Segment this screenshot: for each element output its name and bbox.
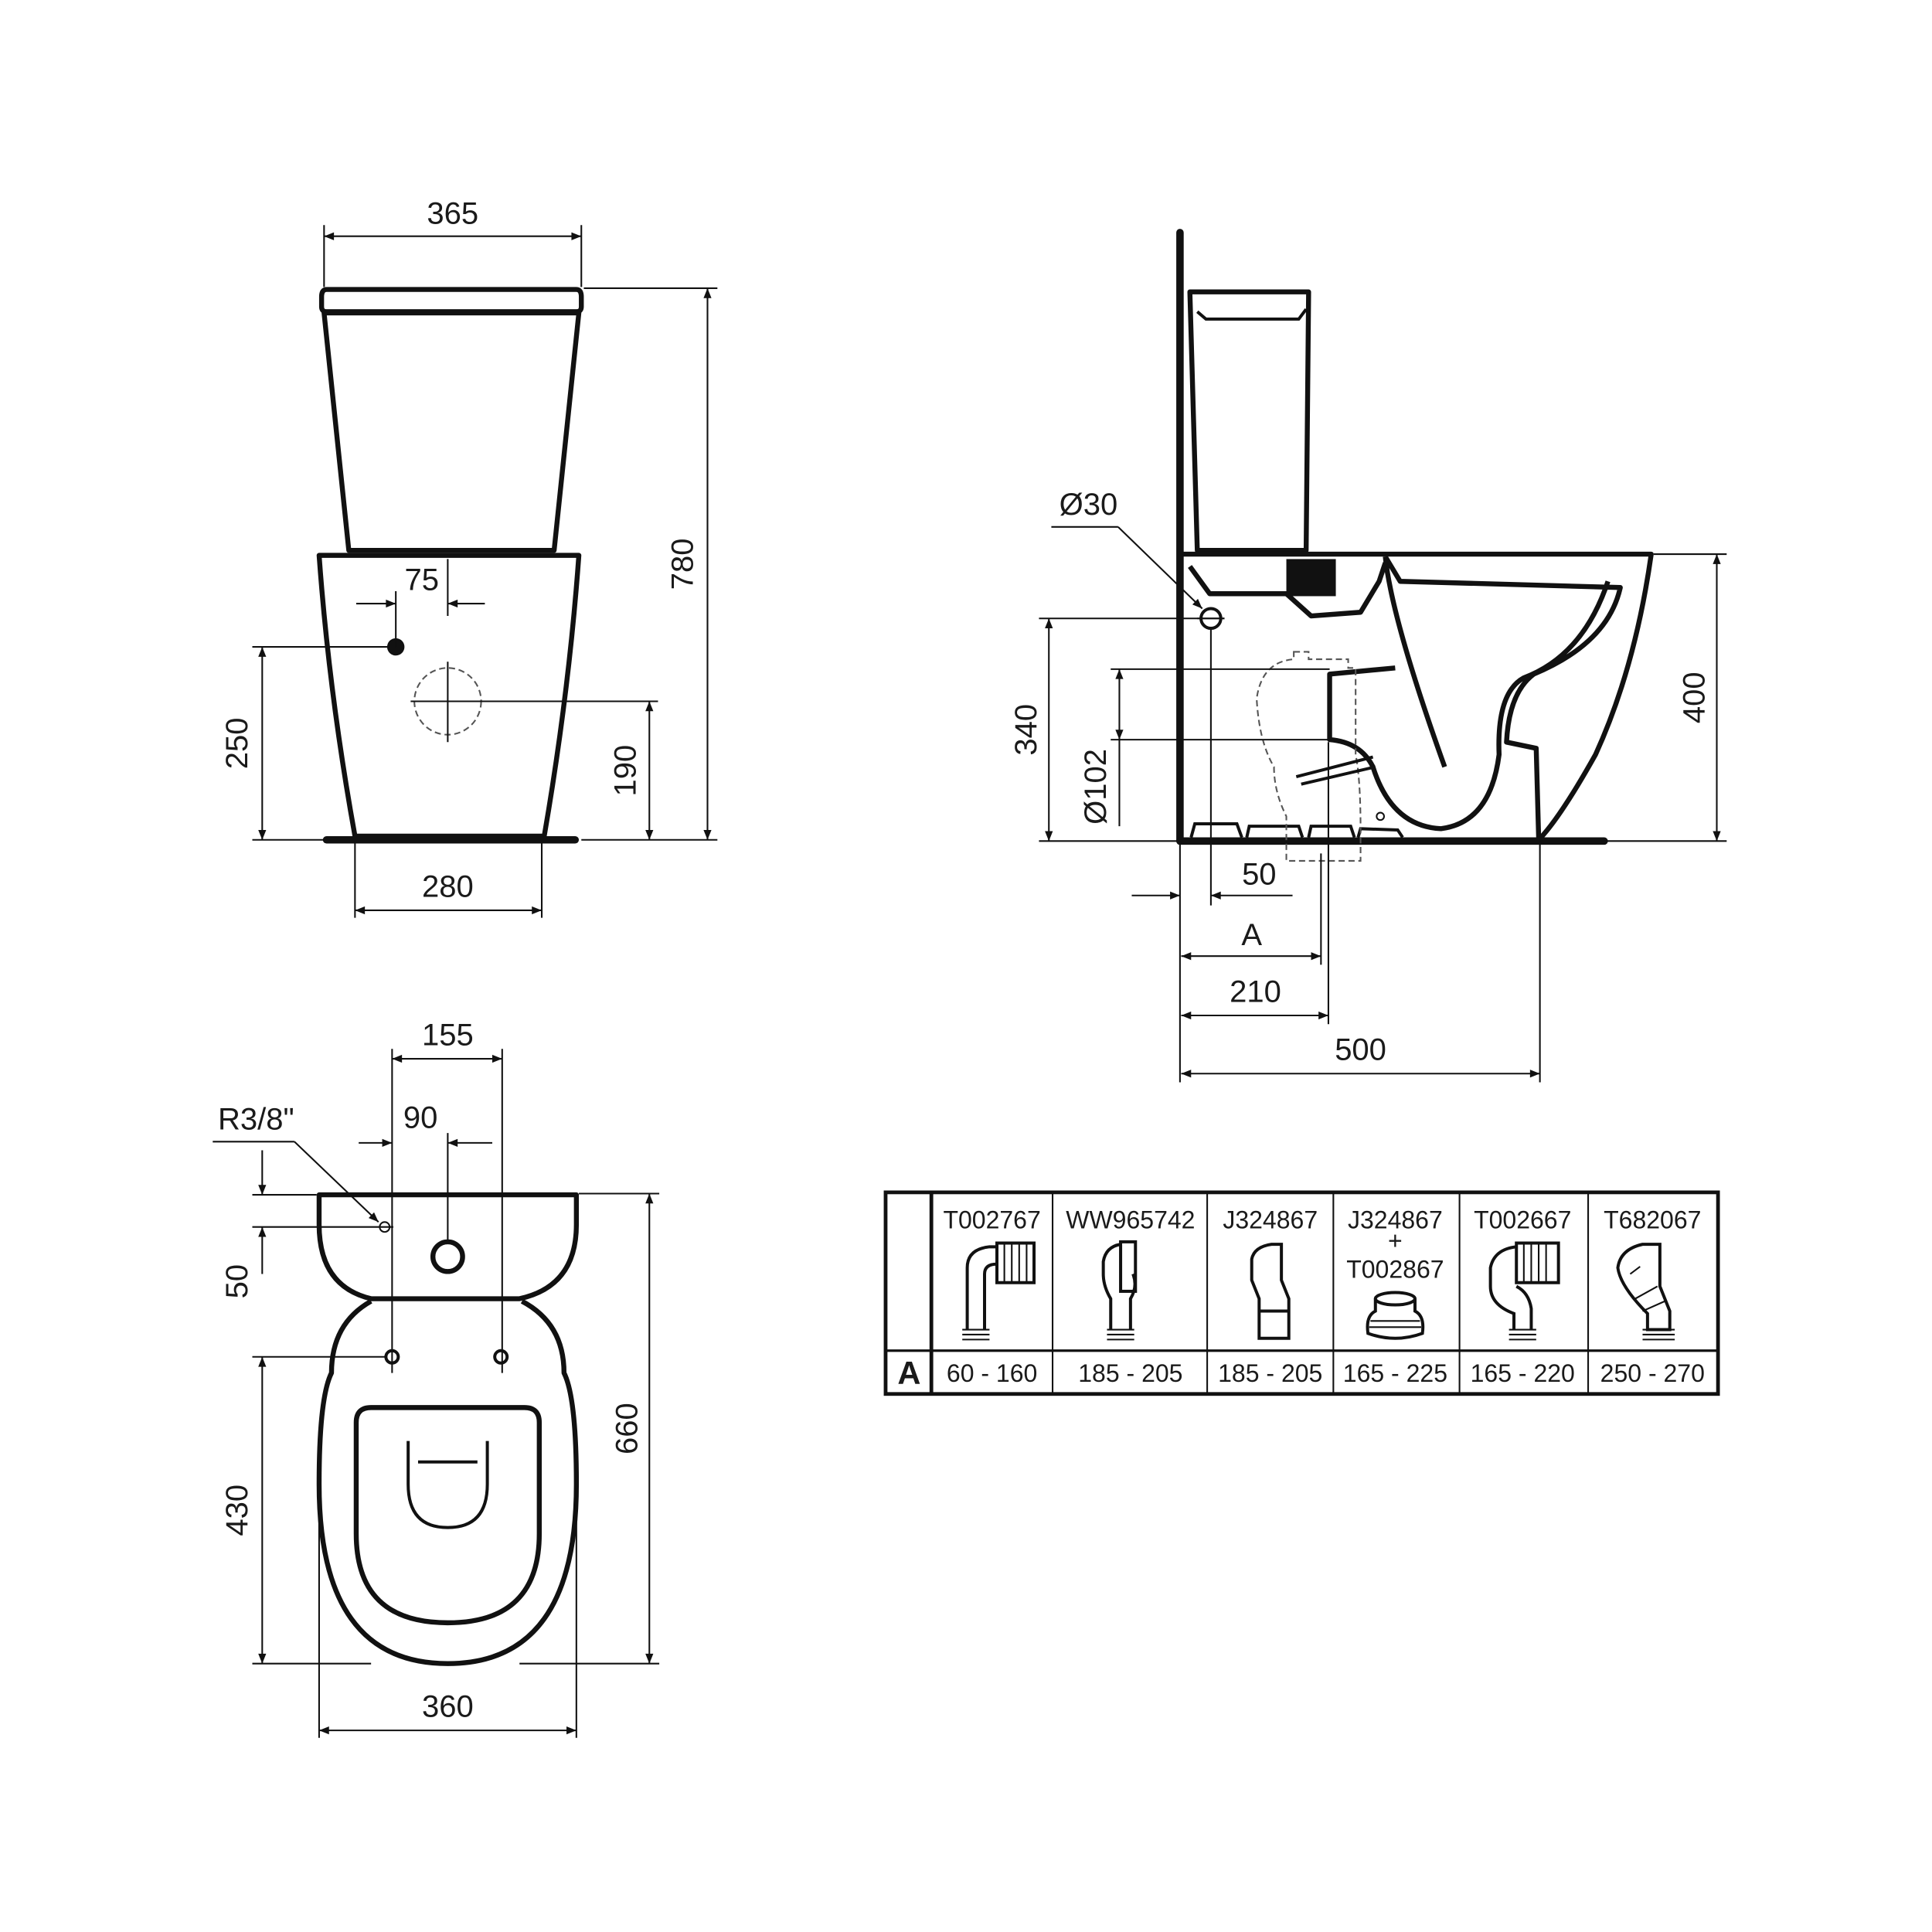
fitting-range: 165 - 225 xyxy=(1343,1359,1447,1387)
dim-780: 780 xyxy=(665,538,699,590)
cistern-side xyxy=(1187,289,1311,553)
fitting-t002867-icon xyxy=(1366,1291,1425,1340)
fitting-range: 250 - 270 xyxy=(1600,1359,1705,1387)
top-view: 155 90 R3/8" 50 430 660 360 xyxy=(213,1018,660,1738)
dim-250: 250 xyxy=(220,718,254,770)
fitting-ww965742-icon xyxy=(1101,1240,1138,1341)
dim-75: 75 xyxy=(405,563,440,597)
bowl-interior xyxy=(1327,555,1623,839)
front-view: 365 780 75 250 190 280 xyxy=(220,197,718,918)
dim-diameter-102: Ø102 xyxy=(1079,749,1113,825)
dim-280: 280 xyxy=(422,869,474,903)
fitting-range: 165 - 220 xyxy=(1471,1359,1575,1387)
dim-90: 90 xyxy=(403,1101,438,1135)
thread-label: R3/8" xyxy=(218,1102,294,1136)
dim-430: 430 xyxy=(220,1485,254,1536)
dim-50-top: 50 xyxy=(220,1264,254,1299)
fitting-code-plus: + xyxy=(1388,1227,1403,1255)
fixing-hole-right xyxy=(493,1349,509,1365)
fitting-range: 185 - 205 xyxy=(1078,1359,1182,1387)
pan-top-outline xyxy=(316,1298,580,1666)
cistern-body xyxy=(321,310,582,553)
fitting-code: J324867 xyxy=(1348,1206,1443,1233)
fitting-range: 185 - 205 xyxy=(1218,1359,1322,1387)
dim-190: 190 xyxy=(609,745,643,797)
fittings-table: A T002767 60 - 160 WW965742 185 - 205 J3… xyxy=(883,1190,1720,1396)
fitting-code: T002767 xyxy=(943,1206,1040,1233)
dim-400: 400 xyxy=(1678,672,1712,723)
fitting-t682067-icon xyxy=(1616,1243,1675,1341)
inlet-hole xyxy=(430,1239,465,1274)
fitting-t002767-icon xyxy=(962,1241,1036,1341)
pan-connector-hidden xyxy=(1256,651,1362,862)
row-label-a: A xyxy=(897,1355,920,1391)
dim-360: 360 xyxy=(422,1690,474,1724)
pan-side xyxy=(1182,551,1654,841)
dim-diameter-30: Ø30 xyxy=(1060,488,1118,522)
dim-365: 365 xyxy=(427,197,478,231)
dim-155: 155 xyxy=(422,1018,474,1052)
fitting-code: T682067 xyxy=(1604,1206,1701,1233)
cistern-lid xyxy=(318,287,584,315)
fitting-range: 60 - 160 xyxy=(947,1359,1037,1387)
pan-body xyxy=(316,553,582,839)
dim-50-side: 50 xyxy=(1242,857,1276,891)
dim-210: 210 xyxy=(1230,975,1281,1009)
fitting-code: J324867 xyxy=(1223,1206,1318,1233)
dim-a: A xyxy=(1241,918,1262,952)
dim-500: 500 xyxy=(1335,1033,1386,1067)
fitting-code: T002667 xyxy=(1474,1206,1571,1233)
bowl-well xyxy=(406,1440,489,1529)
dim-340: 340 xyxy=(1009,704,1043,756)
cistern-base xyxy=(1188,562,1388,619)
fitting-code: WW965742 xyxy=(1066,1206,1195,1233)
fitting-j324867-icon xyxy=(1250,1243,1291,1340)
dim-660: 660 xyxy=(610,1403,644,1454)
side-view: Ø30 340 Ø102 400 50 A 210 500 xyxy=(1009,229,1727,1083)
cistern-top xyxy=(316,1192,580,1301)
fitting-t002667-icon xyxy=(1488,1241,1560,1341)
seat-opening xyxy=(353,1405,543,1626)
fitting-code: T002867 xyxy=(1346,1255,1444,1283)
